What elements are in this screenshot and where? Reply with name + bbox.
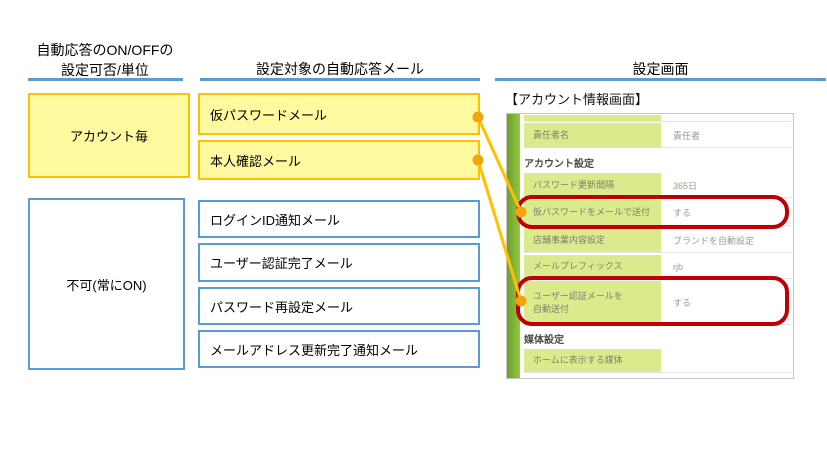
row-value-cell xyxy=(661,349,791,372)
box-per-account: アカウント毎 xyxy=(28,93,190,178)
table-row-user-auth-autosend: ユーザー認証メールを 自動送付 する xyxy=(524,281,791,325)
mail-box-password-reset: パスワード再設定メール xyxy=(198,287,480,325)
mail-box-label: ログインID通知メール xyxy=(210,212,341,228)
header-underline-left xyxy=(28,78,183,81)
mail-box-label: 仮パスワードメール xyxy=(210,107,328,123)
mail-box-temp-password: 仮パスワードメール xyxy=(198,93,480,135)
account-settings-screenshot: 責任者名 責任者 アカウント設定 パスワード更新間隔 365日 仮パスワードをメ… xyxy=(506,113,794,379)
header-line-1: 自動応答のON/OFFの xyxy=(36,42,174,58)
row-value-cell: 責任者 xyxy=(661,123,791,147)
header-underline-right xyxy=(495,78,826,81)
row-label-cell: 責任者名 xyxy=(524,123,661,147)
mail-box-label: ユーザー認証完了メール xyxy=(210,256,353,271)
row-value-cell: する xyxy=(661,200,791,225)
row-label-cell: ユーザー認証メールを 自動送付 xyxy=(524,281,661,324)
row-label-cell xyxy=(524,115,661,121)
row-label-line-1: ユーザー認証メールを xyxy=(533,290,623,301)
row-label-cell: メールプレフィックス xyxy=(524,255,661,278)
table-row-temp-password-send: 仮パスワードをメールで送付 する xyxy=(524,200,791,226)
header-underline-middle xyxy=(200,78,480,81)
table-row-store-business: 店舗事業内容設定 ブランドを自動設定 xyxy=(524,228,791,253)
mail-box-user-auth-complete: ユーザー認証完了メール xyxy=(198,243,480,282)
mail-box-login-id: ログインID通知メール xyxy=(198,200,480,238)
row-label-cell: 店舗事業内容設定 xyxy=(524,228,661,252)
box-not-configurable: 不可(常にON) xyxy=(28,198,185,370)
mail-box-address-update: メールアドレス更新完了通知メール xyxy=(198,330,480,368)
row-label-cell: 仮パスワードをメールで送付 xyxy=(524,200,661,225)
table-row-password-interval: パスワード更新間隔 365日 xyxy=(524,173,791,198)
header-line-2: 設定可否/単位 xyxy=(61,62,149,78)
column-header-target-mails: 設定対象の自動応答メール xyxy=(256,61,424,77)
section-header-account-settings: アカウント設定 xyxy=(524,158,594,170)
column-header-setting-unit: 自動応答のON/OFFの 設定可否/単位 xyxy=(15,40,195,80)
row-label-cell: パスワード更新間隔 xyxy=(524,173,661,197)
mail-box-label: パスワード再設定メール xyxy=(210,299,354,315)
row-value-cell xyxy=(661,115,791,121)
table-row-home-media: ホームに表示する媒体 xyxy=(524,349,791,373)
mail-box-label: メールアドレス更新完了通知メール xyxy=(210,342,419,358)
mail-box-label: 本人確認メール xyxy=(210,153,302,169)
table-row-manager-name: 責任者名 責任者 xyxy=(524,123,791,148)
row-value-cell: rjb xyxy=(661,255,791,278)
table-row-partial xyxy=(524,115,791,122)
mail-box-identity-confirm: 本人確認メール xyxy=(198,140,480,180)
row-value-cell: する xyxy=(661,281,791,324)
screenshot-caption: 【アカウント情報画面】 xyxy=(505,92,649,107)
panel-green-sidebar xyxy=(507,114,520,378)
table-row-mail-prefix: メールプレフィックス rjb xyxy=(524,255,791,279)
section-header-media-settings: 媒体設定 xyxy=(524,334,564,346)
row-label-cell: ホームに表示する媒体 xyxy=(524,349,661,372)
box-per-account-label: アカウント毎 xyxy=(69,129,148,144)
row-value-cell: ブランドを自動設定 xyxy=(661,228,791,252)
column-header-setting-screen: 設定画面 xyxy=(632,61,689,77)
box-not-configurable-label: 不可(常にON) xyxy=(66,277,147,293)
row-value-cell: 365日 xyxy=(661,173,791,197)
row-label-line-2: 自動送付 xyxy=(533,303,570,314)
